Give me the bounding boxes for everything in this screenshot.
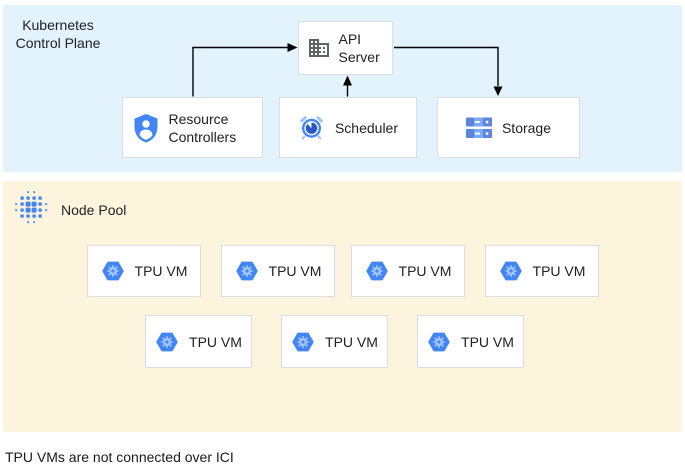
shield-person-icon — [133, 113, 159, 143]
tpu-hexagon-icon — [155, 330, 179, 354]
tpu-vm-box: TPU VM — [281, 315, 388, 368]
tpu-hexagon-icon — [234, 259, 259, 283]
tpu-vm-box: TPU VM — [485, 245, 599, 297]
building-icon — [307, 36, 331, 60]
tpu-vm-box: TPU VM — [221, 245, 335, 297]
tpu-vm-label: TPU VM — [189, 333, 242, 350]
tpu-vm-label: TPU VM — [532, 263, 586, 279]
tpu-hexagon-icon — [427, 330, 451, 354]
tpu-vm-label: TPU VM — [268, 263, 322, 279]
resource-controllers-label: Resource Controllers — [168, 110, 237, 145]
api-server-label: API Server — [338, 31, 380, 65]
scheduler-label: Scheduler — [334, 119, 399, 136]
footnote-caption: TPU VMs are not connected over ICI — [5, 449, 234, 465]
tpu-hexagon-icon — [498, 259, 523, 283]
tpu-vm-label: TPU VM — [461, 333, 514, 350]
storage-box: Storage — [437, 97, 580, 158]
tpu-vm-label: TPU VM — [325, 333, 378, 350]
resource-controllers-box: Resource Controllers — [122, 97, 263, 158]
tpu-hexagon-icon — [364, 259, 389, 283]
storage-disks-icon — [465, 117, 492, 139]
tpu-vm-box: TPU VM — [145, 315, 252, 368]
tpu-vm-label: TPU VM — [134, 263, 188, 279]
tpu-vm-label: TPU VM — [398, 263, 452, 279]
dot-cluster-icon — [12, 189, 50, 227]
node-pool-title: Node Pool — [61, 202, 127, 218]
api-server-box: API Server — [298, 21, 393, 75]
alarm-clock-icon — [298, 114, 325, 141]
tpu-hexagon-icon — [100, 259, 125, 283]
control-plane-title: Kubernetes Control Plane — [15, 17, 101, 51]
scheduler-box: Scheduler — [279, 97, 417, 158]
tpu-vm-box: TPU VM — [417, 315, 524, 368]
tpu-hexagon-icon — [291, 330, 315, 354]
storage-label: Storage — [501, 119, 552, 136]
tpu-vm-box: TPU VM — [87, 245, 201, 297]
node-pool-panel — [3, 181, 682, 432]
tpu-vm-box: TPU VM — [351, 245, 465, 297]
